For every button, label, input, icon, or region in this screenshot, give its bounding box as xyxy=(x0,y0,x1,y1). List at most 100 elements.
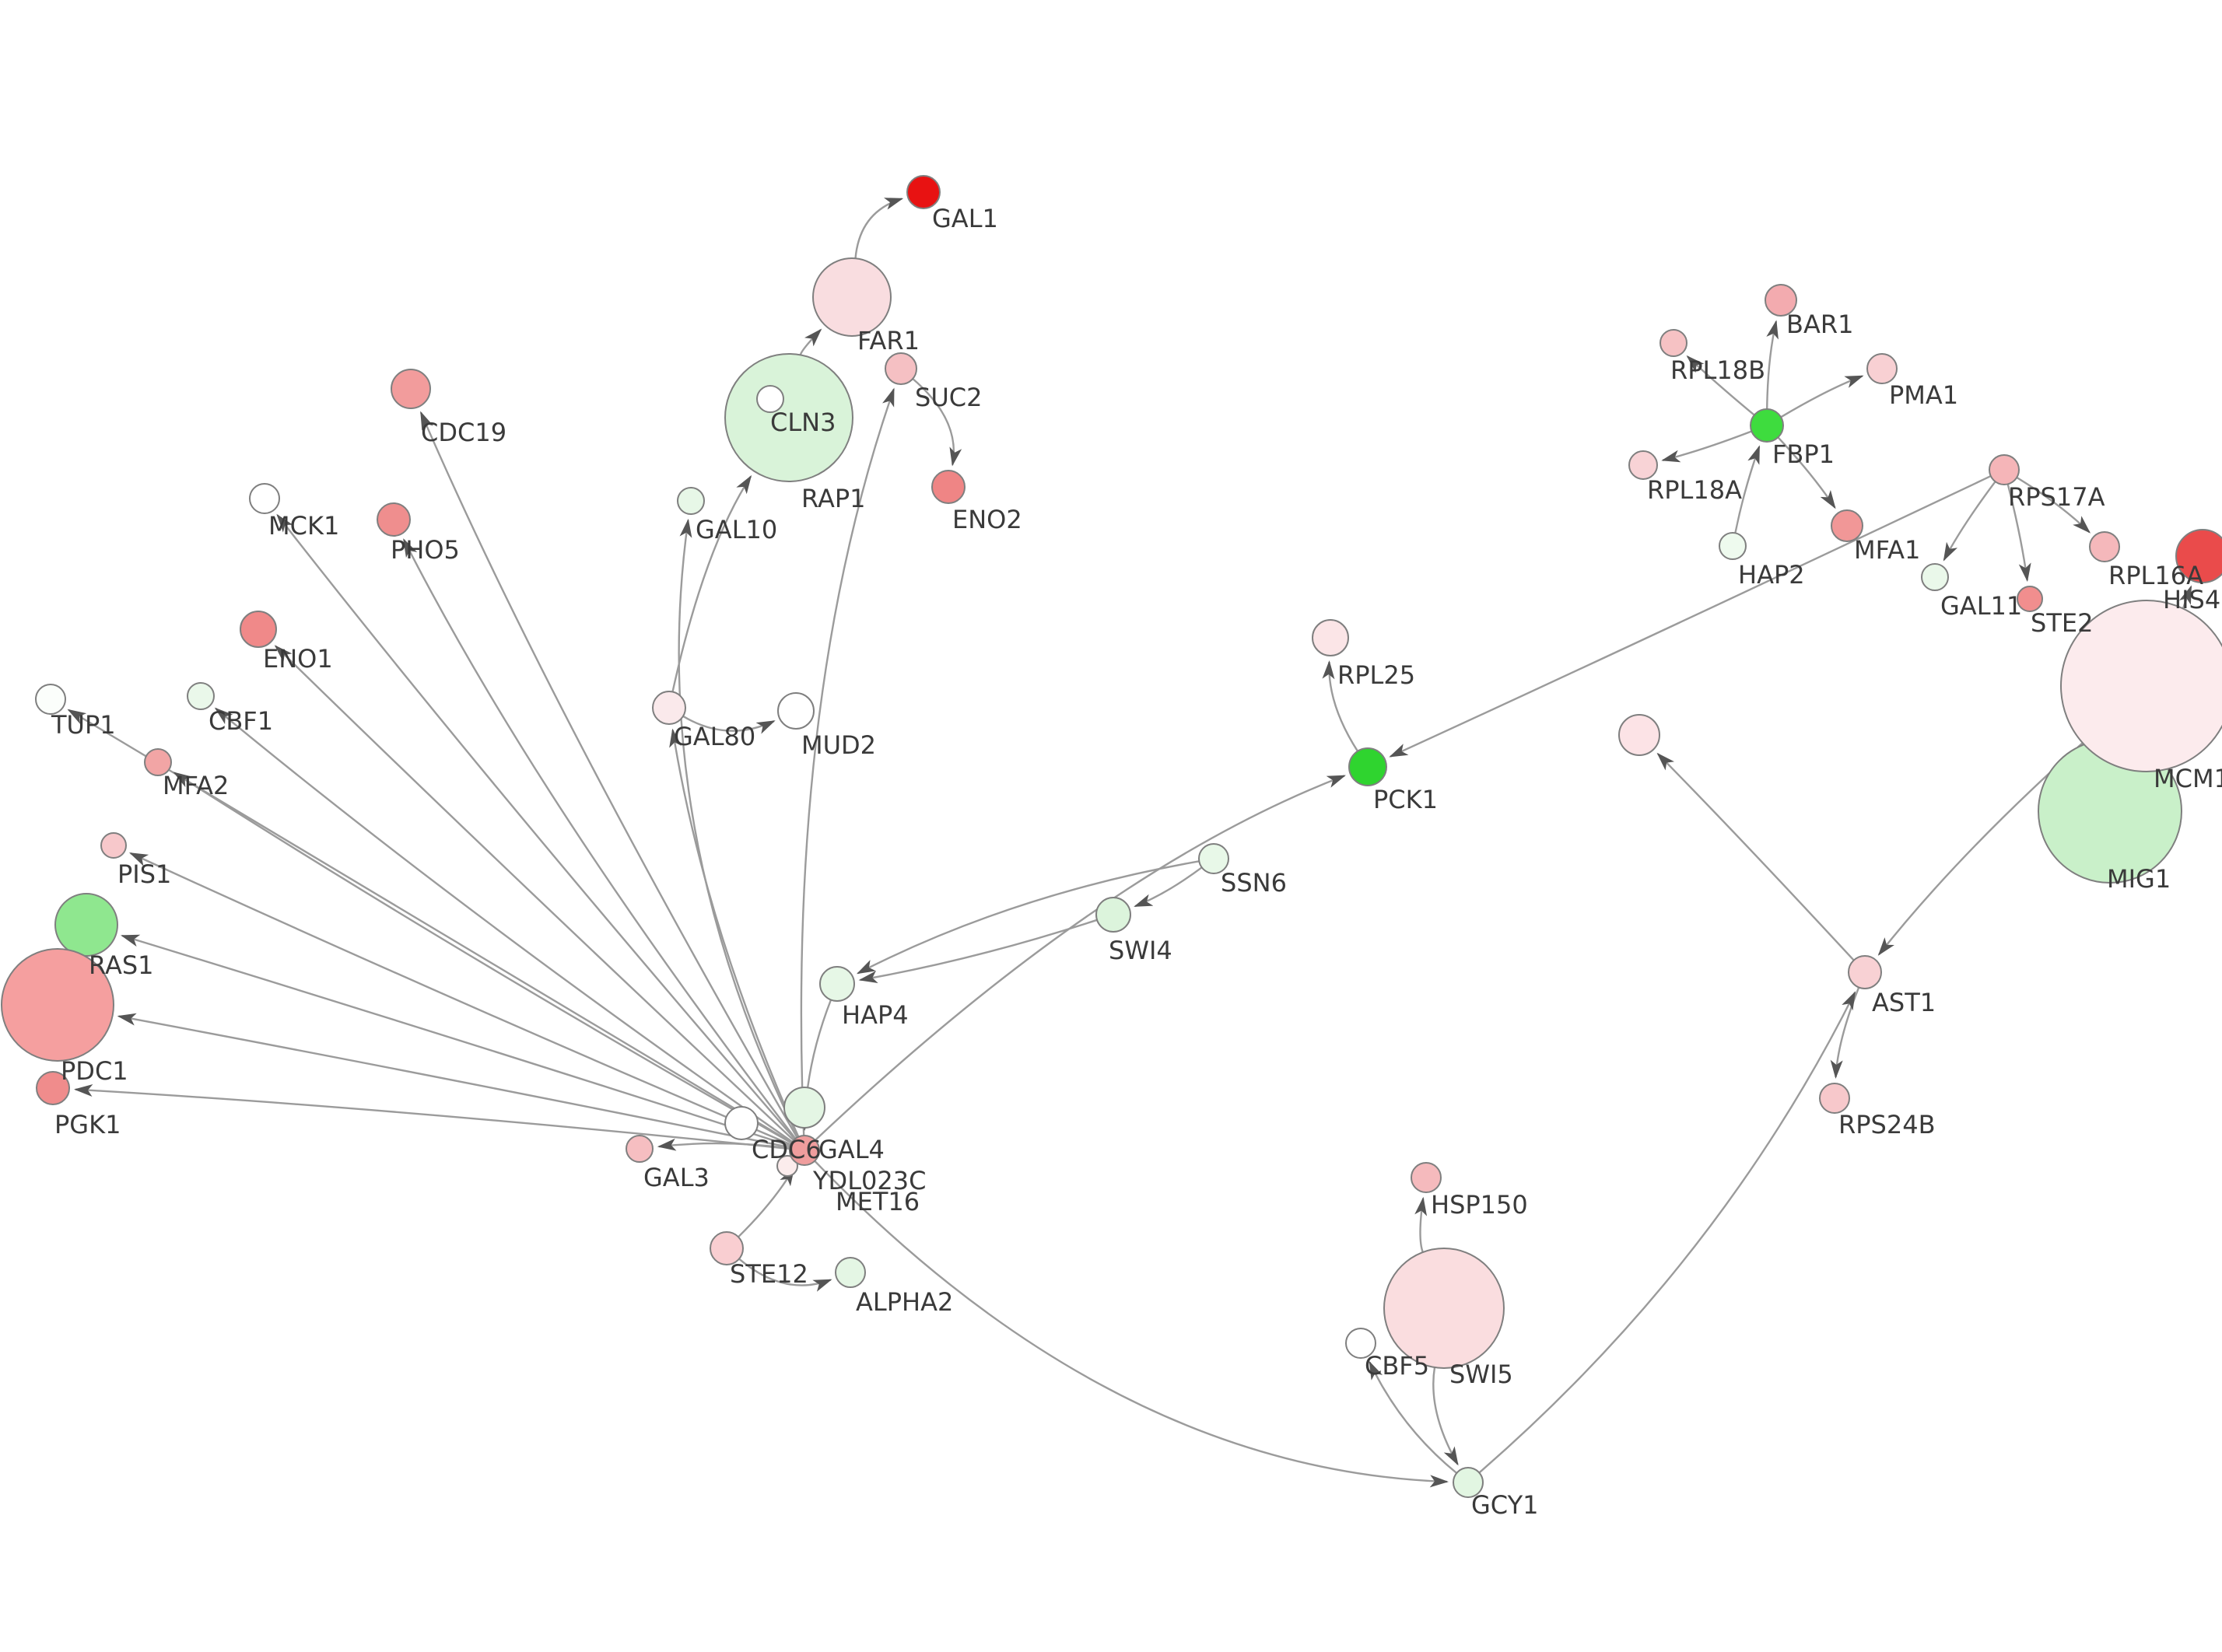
node-rpl18a[interactable] xyxy=(1628,450,1658,480)
node-fbp1[interactable] xyxy=(1750,408,1784,443)
node-rpl16a[interactable] xyxy=(2089,531,2120,562)
edge-gcy1-ast1[interactable] xyxy=(1478,991,1856,1474)
node-hap4[interactable] xyxy=(819,966,855,1002)
node-swi5[interactable] xyxy=(1383,1248,1505,1369)
node-ste2[interactable] xyxy=(2017,586,2043,612)
edge-gal4-gal10[interactable] xyxy=(678,518,799,1138)
edge-fbp1-mfa1[interactable] xyxy=(1777,436,1836,509)
node-ras1[interactable] xyxy=(54,893,118,957)
node-hap2[interactable] xyxy=(1719,532,1747,560)
edge-gal4-pdc1[interactable] xyxy=(117,1013,790,1149)
edge-gal4-gal3[interactable] xyxy=(657,1138,790,1151)
edge-fbp1-pma1[interactable] xyxy=(1780,375,1864,418)
label-mud2: MUD2 xyxy=(801,730,876,760)
node-hsp150[interactable] xyxy=(1411,1162,1442,1193)
edge-rps17a-rpl16a[interactable] xyxy=(2016,476,2091,534)
node-his4[interactable] xyxy=(2175,529,2222,583)
node-ste12[interactable] xyxy=(710,1231,744,1265)
edge-rps17a-ste2[interactable] xyxy=(2006,484,2031,583)
label-ras1: RAS1 xyxy=(89,950,154,980)
edge-gal4-mfa2[interactable] xyxy=(173,772,793,1144)
node-gal10[interactable] xyxy=(677,487,705,515)
edge-gal4-suc2[interactable] xyxy=(800,387,895,1136)
node-gcy1[interactable] xyxy=(1453,1467,1484,1498)
edge-suc2-eno2[interactable] xyxy=(912,378,962,467)
node-gal4[interactable] xyxy=(789,1135,820,1166)
node-pis1[interactable] xyxy=(100,832,127,859)
node-cdc19[interactable] xyxy=(391,369,431,409)
edge-hap2-fbp1[interactable] xyxy=(1734,445,1761,534)
edge-rps17a-gal11[interactable] xyxy=(1943,481,1996,562)
node-cbf1[interactable] xyxy=(187,682,215,710)
label-hsp150: HSP150 xyxy=(1431,1190,1528,1220)
node-ast1[interactable] xyxy=(1848,955,1882,989)
node-rpl25[interactable] xyxy=(1312,619,1349,656)
edge-rps17a-pck1[interactable] xyxy=(1389,475,1992,758)
node-cbf5[interactable] xyxy=(1345,1328,1376,1359)
edge-swi5-gcy1[interactable] xyxy=(1432,1367,1459,1466)
edge-gal4-mck1[interactable] xyxy=(276,513,796,1140)
node-ydl023c[interactable] xyxy=(783,1087,825,1129)
node-gal3[interactable] xyxy=(626,1135,654,1163)
node-cln3[interactable] xyxy=(724,353,853,482)
edge-ssn6-hap4[interactable] xyxy=(856,860,1200,975)
edge-gal4-ras1[interactable] xyxy=(120,934,791,1147)
node-eno2[interactable] xyxy=(931,470,966,504)
edge-ste12-alpha2[interactable] xyxy=(738,1258,832,1292)
node-rpl18b[interactable] xyxy=(1659,329,1688,357)
node-eno1[interactable] xyxy=(240,611,277,648)
edge-cln3-far1[interactable] xyxy=(799,328,822,355)
node-mud2[interactable] xyxy=(777,692,815,730)
edge-gal4-eno1[interactable] xyxy=(274,645,794,1141)
edge-gal4-gal80[interactable] xyxy=(669,728,800,1138)
node-gal11[interactable] xyxy=(1921,563,1949,591)
node-mfa1[interactable] xyxy=(1831,509,1863,542)
edge-gal80-mud2[interactable] xyxy=(682,715,776,734)
edge-gcy1-cbf5[interactable] xyxy=(1369,1360,1458,1474)
node-pgk1[interactable] xyxy=(36,1071,70,1105)
node-tup1[interactable] xyxy=(35,684,66,715)
edge-ast1-rps24b[interactable] xyxy=(1830,987,1860,1079)
edge-ste12-gal4[interactable] xyxy=(738,1167,795,1238)
node-suc2[interactable] xyxy=(885,352,917,385)
node-gal80[interactable] xyxy=(652,691,686,725)
node-mcm1[interactable] xyxy=(2060,600,2222,772)
edge-gal80-cln3[interactable] xyxy=(671,474,752,692)
edge-fbp1-bar1[interactable] xyxy=(1766,320,1779,410)
edge-far1-gal1[interactable] xyxy=(854,198,904,259)
node-bar1[interactable] xyxy=(1765,284,1797,317)
edge-swi5-hsp150[interactable] xyxy=(1414,1196,1428,1253)
node-alpha2[interactable] xyxy=(835,1257,866,1288)
node-swi4[interactable] xyxy=(1095,897,1131,933)
node-mck1[interactable] xyxy=(249,483,280,514)
edge-fbp1-rpl18b[interactable] xyxy=(1686,355,1755,416)
node-rap1[interactable] xyxy=(756,385,784,413)
edge-gal4-pis1[interactable] xyxy=(128,852,791,1146)
node-gal1[interactable] xyxy=(906,175,941,209)
edge-gal4-pgk1[interactable] xyxy=(74,1083,790,1150)
edge-gal4-gcy1[interactable] xyxy=(814,1160,1449,1488)
node-rps17a[interactable] xyxy=(1989,454,2020,485)
edge-gal4-pho5[interactable] xyxy=(403,538,797,1139)
edge-gal4-pck1[interactable] xyxy=(814,775,1346,1141)
node-unlabeled[interactable] xyxy=(1618,714,1660,756)
node-mfa2[interactable] xyxy=(144,748,172,776)
node-pho5[interactable] xyxy=(377,502,411,537)
node-met16[interactable] xyxy=(776,1155,798,1177)
edge-ast1-unnamed1[interactable] xyxy=(1656,752,1855,961)
edge-ssn6-swi4[interactable] xyxy=(1134,866,1203,908)
node-cdc6[interactable] xyxy=(724,1106,759,1140)
node-ssn6[interactable] xyxy=(1198,843,1229,874)
node-rps24b[interactable] xyxy=(1819,1083,1850,1114)
label-gal4: GAL4 xyxy=(818,1135,885,1164)
edge-gal4-cbf1[interactable] xyxy=(214,707,794,1143)
edge-swi4-hap4[interactable] xyxy=(858,919,1098,984)
node-pma1[interactable] xyxy=(1866,353,1898,384)
edge-fbp1-rpl18a[interactable] xyxy=(1661,430,1752,463)
edge-pck1-rpl25[interactable] xyxy=(1322,660,1359,752)
node-far1[interactable] xyxy=(812,257,892,337)
node-pck1[interactable] xyxy=(1348,747,1387,786)
node-pdc1[interactable] xyxy=(1,948,114,1062)
edge-gal4-cdc19[interactable] xyxy=(419,411,798,1139)
